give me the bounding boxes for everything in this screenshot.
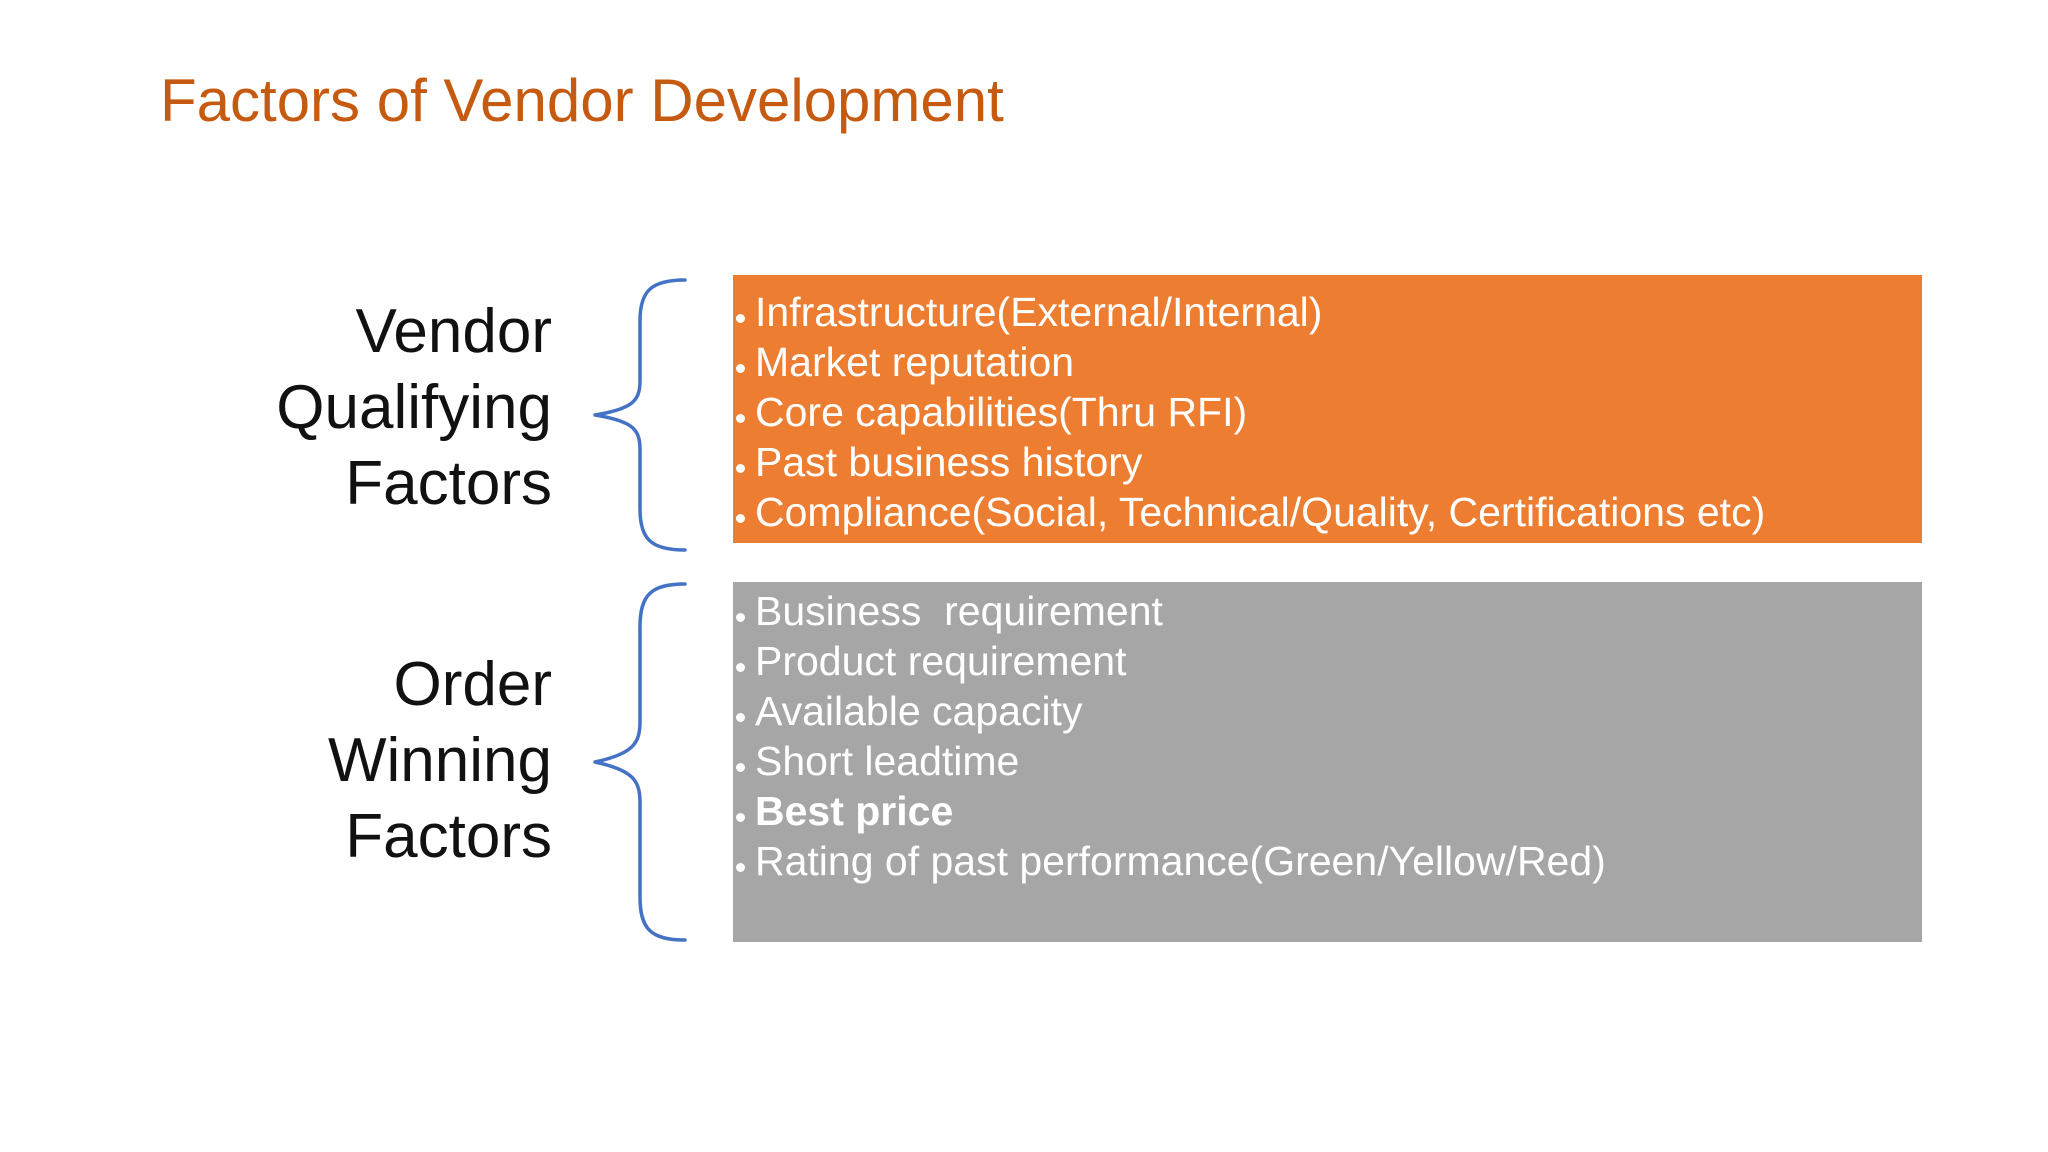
bullet-item: Product requirement	[733, 636, 1922, 686]
bullet-item: Compliance(Social, Technical/Quality, Ce…	[733, 487, 1922, 537]
bullet-item: Rating of past performance(Green/Yellow/…	[733, 836, 1922, 886]
bullet-item: Business requirement	[733, 586, 1922, 636]
bullet-item: Available capacity	[733, 686, 1922, 736]
vendor-qualifying-bullet-list: Infrastructure(External/Internal)Market …	[733, 287, 1922, 537]
bullet-item: Infrastructure(External/Internal)	[733, 287, 1922, 337]
bullet-item: Core capabilities(Thru RFI)	[733, 387, 1922, 437]
brace-path	[593, 278, 687, 552]
page-title: Factors of Vendor Development	[160, 67, 1004, 134]
bullet-item: Short leadtime	[733, 736, 1922, 786]
brace-path	[593, 582, 687, 942]
bullet-item: Past business history	[733, 437, 1922, 487]
section-label-vendor-qualifying: Vendor Qualifying Factors	[276, 297, 552, 518]
section-label-order-winning: Order Winning Factors	[328, 650, 552, 871]
vendor-qualifying-box: Infrastructure(External/Internal)Market …	[733, 275, 1922, 543]
bullet-item: Best price	[733, 786, 1922, 836]
left-brace-icon	[593, 278, 687, 552]
bullet-item: Market reputation	[733, 337, 1922, 387]
left-brace-icon	[593, 582, 687, 942]
